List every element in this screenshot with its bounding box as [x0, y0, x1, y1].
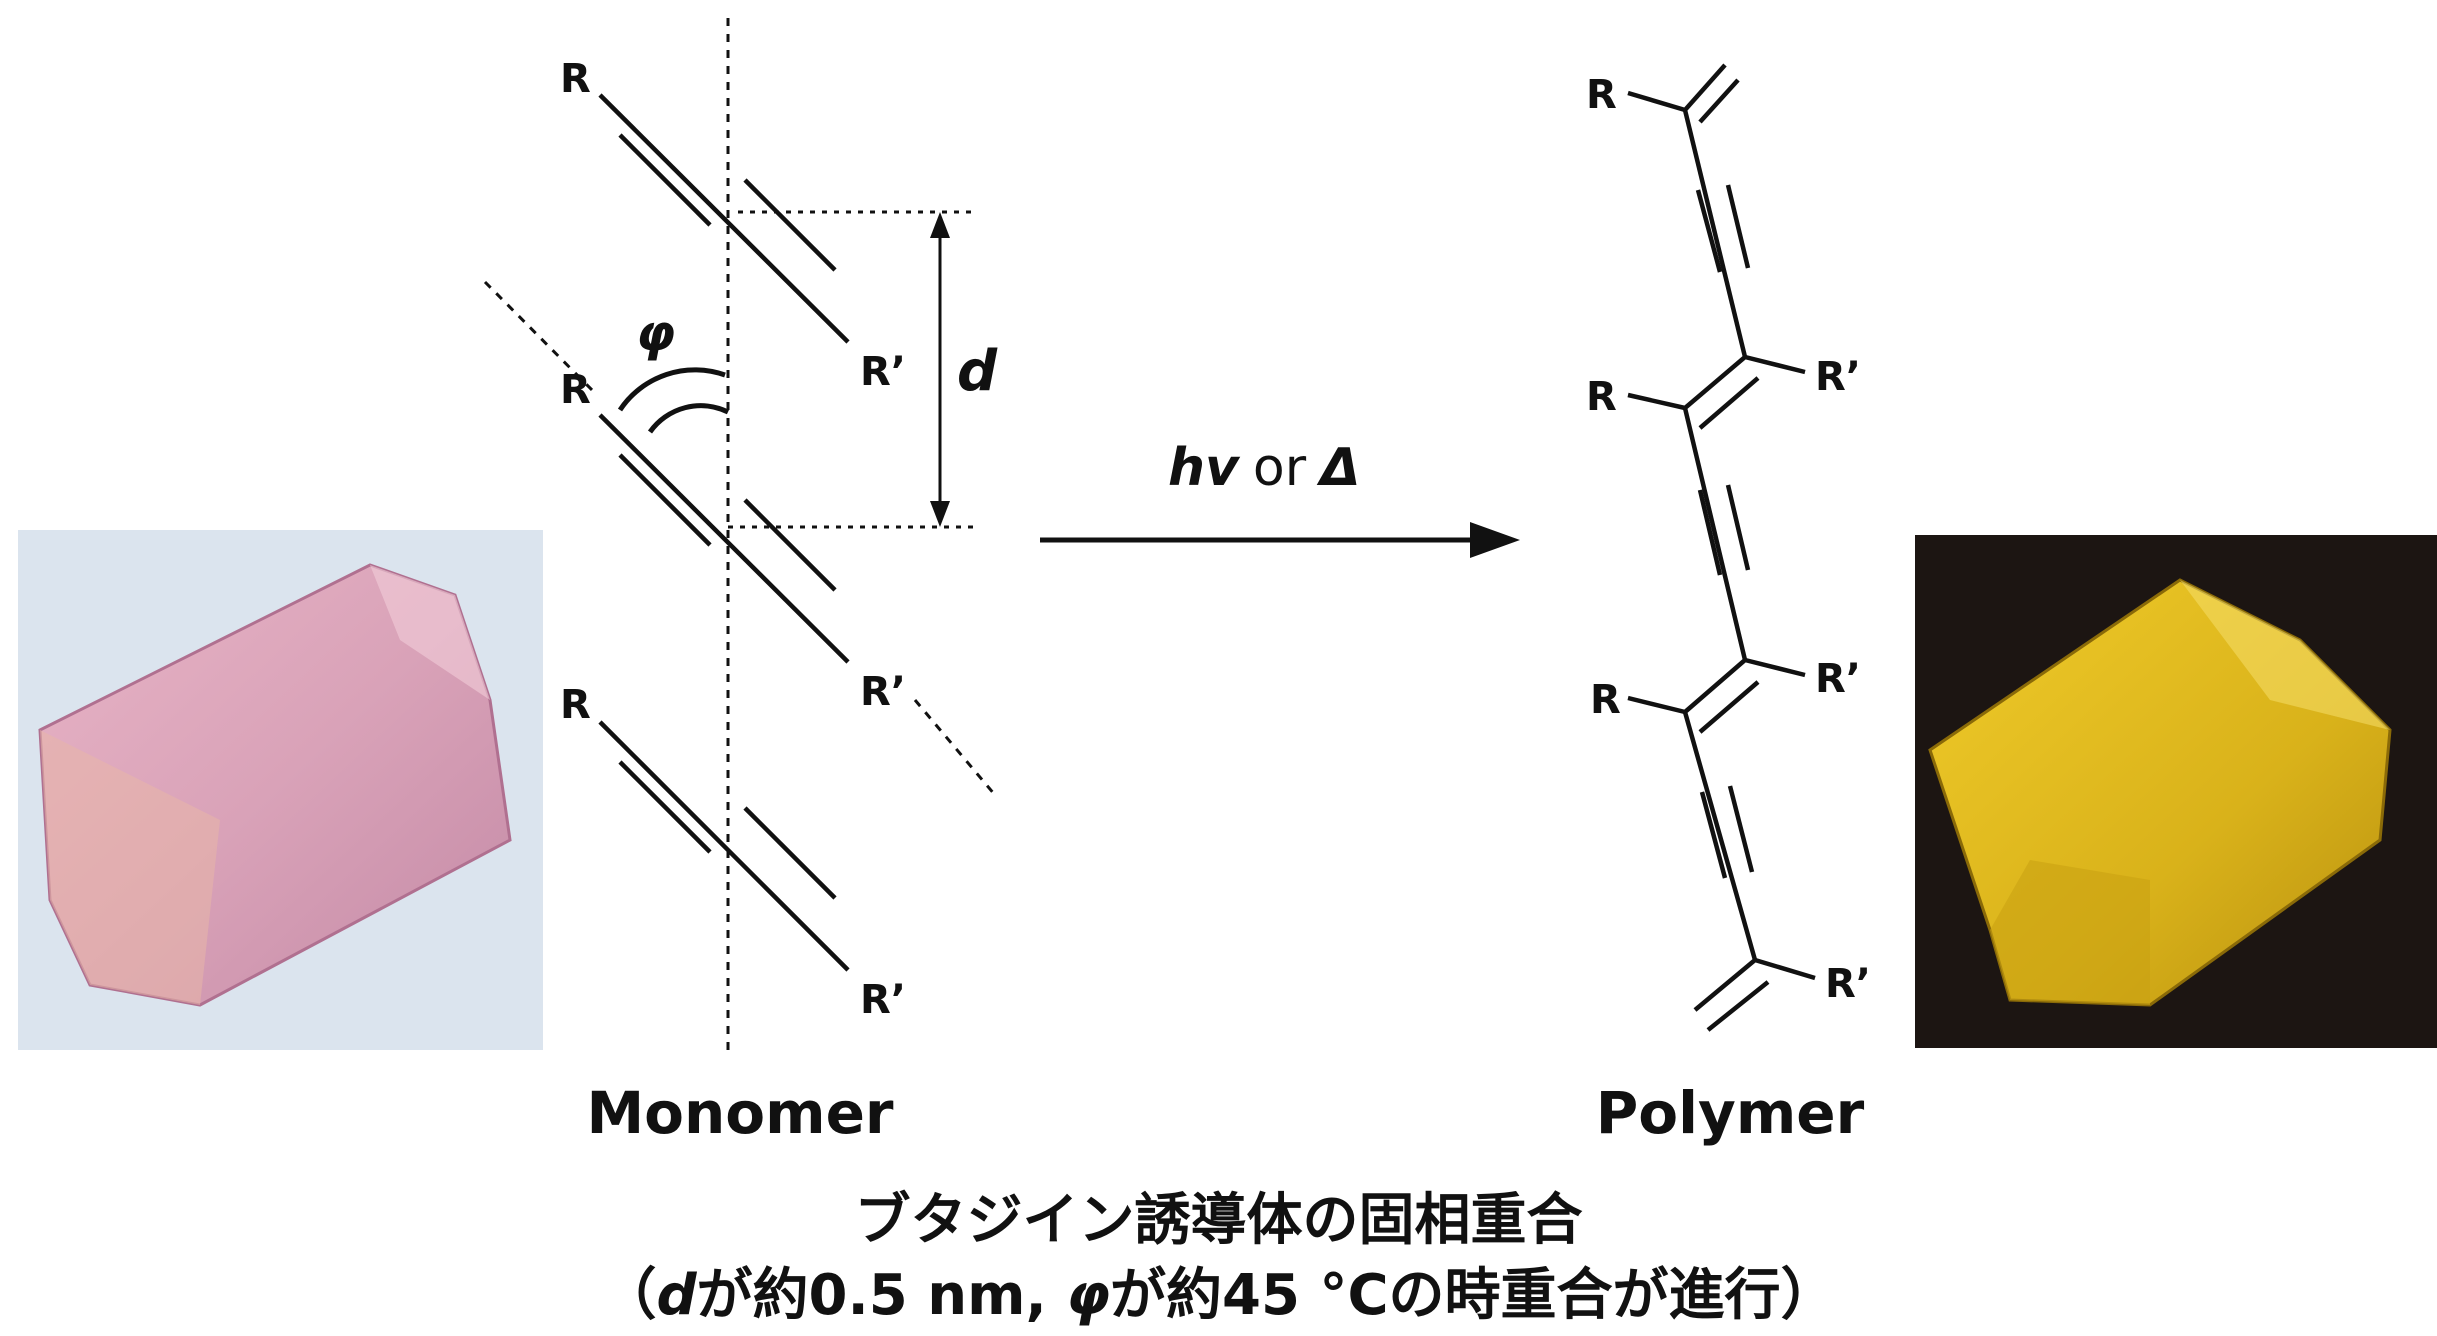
caption-phi-symbol: φ	[1066, 1263, 1111, 1328]
polymer-group-r-2: R	[1586, 374, 1617, 420]
reaction-or: or	[1253, 438, 1307, 498]
polymer-crystal-photo	[1915, 535, 2437, 1048]
monomer-molecule-1	[598, 93, 850, 344]
polymer-group-r-prime-1: R’	[1815, 354, 1861, 400]
caption-d-symbol: d	[656, 1263, 697, 1328]
monomer2-group-r-prime: R’	[860, 669, 906, 715]
monomer-molecule-2	[598, 413, 850, 664]
monomer-crystal-photo	[18, 530, 543, 1050]
monomer-label: Monomer	[586, 1079, 893, 1147]
monomer1-group-r-prime: R’	[860, 349, 906, 395]
monomer3-group-r: R	[560, 682, 591, 728]
monomer3-group-r-prime: R’	[860, 977, 906, 1023]
caption-condition: （dが約0.5 nm, φが約45 °Cの時重合が進行）	[0, 1250, 2437, 1331]
polymer-label: Polymer	[1596, 1079, 1865, 1147]
distance-arrowhead-top	[930, 212, 950, 238]
monomer2-group-r: R	[560, 367, 591, 413]
distance-label: d	[957, 339, 998, 404]
angle-arc	[617, 367, 730, 434]
reaction-hv: hv	[1168, 438, 1241, 498]
caption-open-paren: （	[600, 1263, 657, 1328]
polymer-chain	[1627, 63, 1816, 1032]
monomer1-group-r: R	[560, 56, 591, 102]
polymer-group-r-prime-2: R’	[1815, 656, 1861, 702]
caption-part-a: が約0.5 nm,	[696, 1263, 1067, 1328]
caption-close-paren: ）	[1780, 1263, 1837, 1328]
monomer-molecule-3	[598, 720, 850, 972]
distance-arrowhead-bottom	[930, 501, 950, 527]
polymer-group-r-3: R	[1590, 677, 1621, 723]
molecular-axis-dashed-lower	[913, 699, 997, 796]
angle-label: φ	[636, 304, 675, 362]
polymer-group-r-1: R	[1586, 72, 1617, 118]
reaction-arrow-head	[1470, 522, 1520, 558]
caption-part-b: が約45 °Cの時重合が進行	[1110, 1263, 1781, 1328]
caption-title: ブタジイン誘導体の固相重合	[854, 1188, 1583, 1253]
reaction-delta: Δ	[1316, 438, 1360, 498]
polymer-group-r-prime-3: R’	[1825, 961, 1871, 1007]
